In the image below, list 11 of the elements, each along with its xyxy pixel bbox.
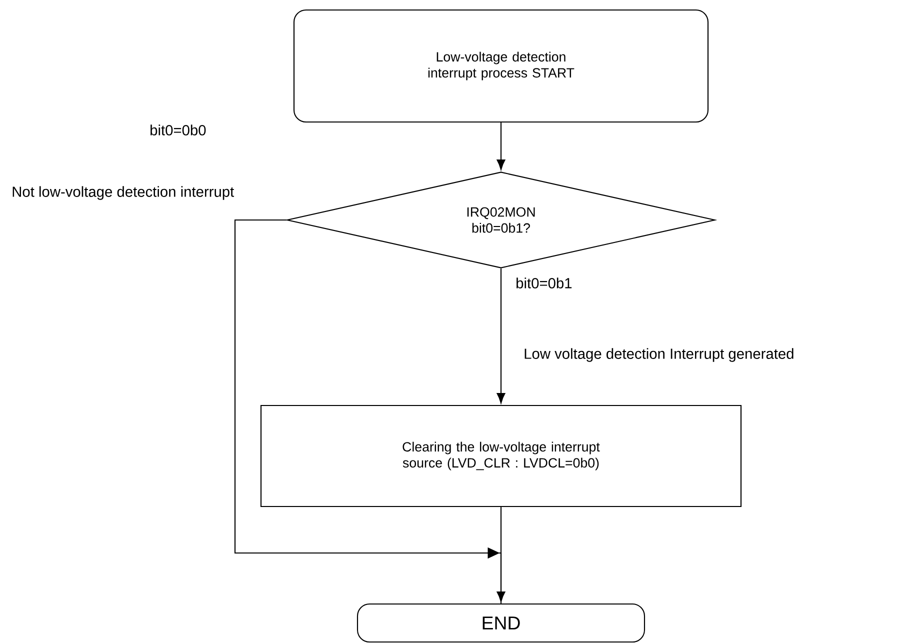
- process-box: Clearing the low-voltage interrupt source (LVD_CLR : LVDCL=0b0): [260, 404, 742, 508]
- arrow: [496, 122, 506, 170]
- note-label: Low voltage detection Interrupt generated: [524, 348, 794, 362]
- start-box: Low-voltage detection interrupt process START: [293, 9, 709, 123]
- note-label: bit0=0b0: [150, 124, 206, 136]
- end-box: END: [356, 603, 646, 643]
- arrow: [496, 507, 506, 602]
- arrow: [234, 219, 502, 604]
- arrow: [496, 268, 506, 404]
- edge-label: bit0=0b1: [514, 276, 574, 290]
- edge-label: Not low-voltage detection interrupt: [10, 184, 236, 202]
